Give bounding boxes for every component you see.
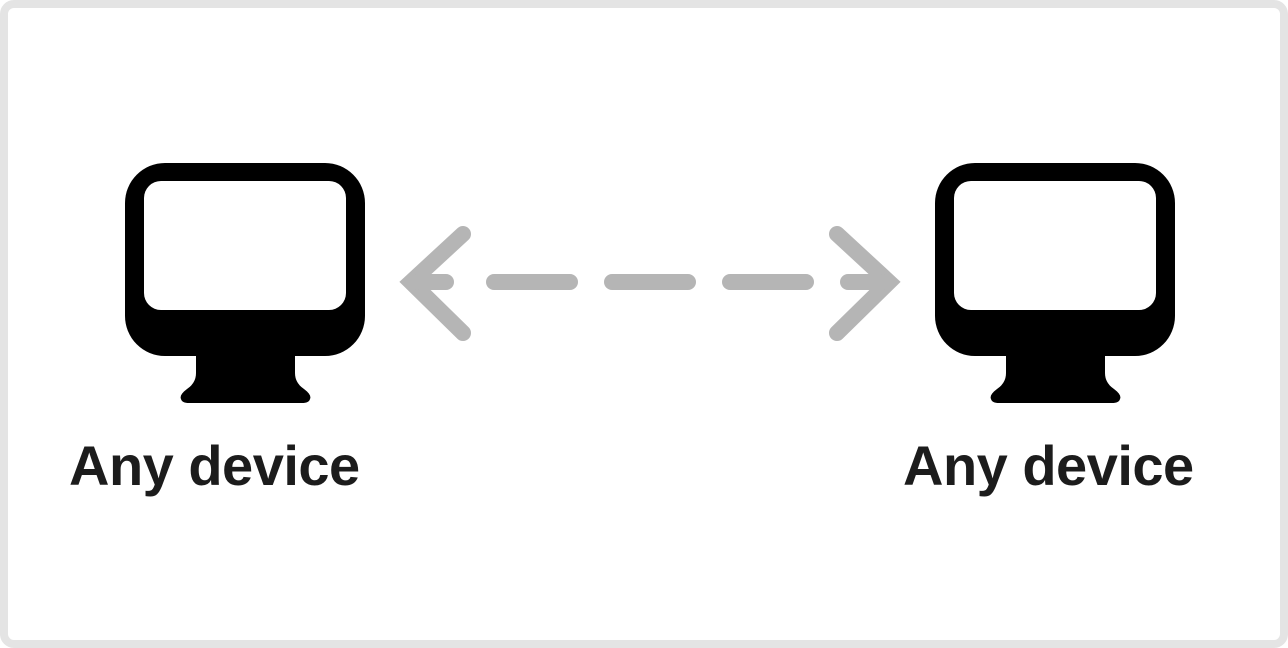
bidirectional-dashed-arrow-icon bbox=[399, 226, 901, 341]
monitor-icon bbox=[935, 163, 1175, 403]
device-label-left: Any device bbox=[69, 434, 360, 497]
device-label-right: Any device bbox=[903, 434, 1194, 497]
monitor-icon bbox=[125, 163, 365, 403]
